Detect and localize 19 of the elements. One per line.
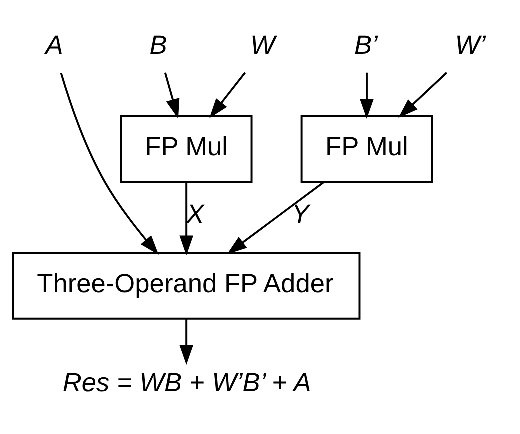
arrow [164, 72, 180, 118]
node-text: B [150, 30, 168, 60]
arrow [227, 180, 325, 254]
arrow [180, 318, 194, 364]
edge-label: Y [292, 198, 310, 228]
node-text: A [46, 30, 64, 60]
node-text: Res = WB + W’B’ + A [62, 366, 312, 397]
node-box: FP Mul [300, 114, 434, 182]
node-text: W’ [455, 30, 486, 60]
node-text: B’ [354, 30, 378, 60]
arrow [360, 72, 374, 118]
arrow [180, 182, 194, 256]
arrow [398, 72, 448, 118]
arrow [60, 72, 159, 255]
edge-label: X [186, 198, 204, 228]
arrow [210, 72, 246, 118]
node-text: W [250, 30, 276, 60]
node-box: Three-Operand FP Adder [12, 252, 361, 320]
node-box: FP Mul [120, 114, 253, 182]
